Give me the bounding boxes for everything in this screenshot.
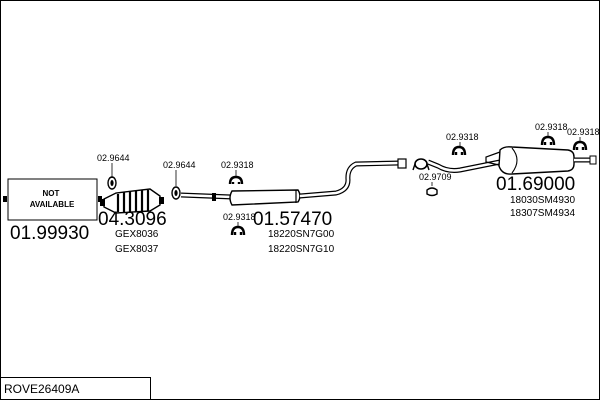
catalyst-part-number: 04.3096 [98,209,167,230]
hanger-2-icon [230,225,246,236]
hanger-4-icon [540,135,556,146]
hanger-3-number: 02.9318 [446,132,479,142]
gasket-part: 02.9644 [97,153,130,190]
hanger-part: 02.9318 [446,132,479,156]
not-available-text: NOT AVAILABLE [30,189,75,209]
rear-silencer-body [498,146,575,175]
hanger-2-number: 02.9318 [223,212,256,222]
gasket-2-icon [171,186,181,200]
hanger-1-number: 02.9318 [221,160,254,170]
hanger-5-icon [572,140,588,151]
hanger-part: 02.9318 [223,212,256,236]
rear-silencer-oem-2: 18307SM4934 [510,208,575,219]
rear-silencer-part: 01.69000 18030SM4930 18307SM4934 [427,146,597,219]
hanger-5-number: 02.9318 [567,127,600,137]
hanger-1-icon [228,175,244,185]
catalyst-oem-1: GEX8036 [115,229,159,240]
middle-silencer-part: 01.57470 18220SN7G00 18220SN7G10 [180,158,407,255]
diagram-code: ROVE26409A [4,382,79,396]
gasket-part: 02.9644 [163,160,196,200]
gasket-1-number: 02.9644 [97,153,130,163]
middle-silencer-oem-2: 18220SN7G10 [268,244,335,255]
clamp-icon [414,158,428,170]
middle-silencer-oem-1: 18220SN7G00 [268,229,335,240]
clamp-number: 02.9709 [419,172,452,182]
gasket-1-icon [107,176,117,190]
front-pipe-flange-left [3,196,7,202]
front-pipe-part: NOT AVAILABLE 01.99930 [3,178,102,244]
middle-silencer-part-number: 01.57470 [253,209,332,230]
rear-silencer-part-number: 01.69000 [496,174,575,195]
front-pipe-part-number: 01.99930 [10,223,89,244]
hanger-4-number: 02.9318 [535,122,568,132]
catalyst-part: 04.3096 GEX8036 GEX8037 [98,188,167,255]
hanger-part: 02.9318 [221,160,254,185]
not-available-box [7,178,98,221]
catalyst-oem-2: GEX8037 [115,244,159,255]
hanger-3-icon [451,145,467,156]
hanger-part: 02.9318 [567,127,600,151]
hanger-part: 02.9318 [535,122,568,146]
rear-silencer-oem-1: 18030SM4930 [510,195,575,206]
middle-silencer-body [229,189,301,206]
clamp-part: 02.9709 [412,158,452,197]
gasket-2-number: 02.9644 [163,160,196,170]
